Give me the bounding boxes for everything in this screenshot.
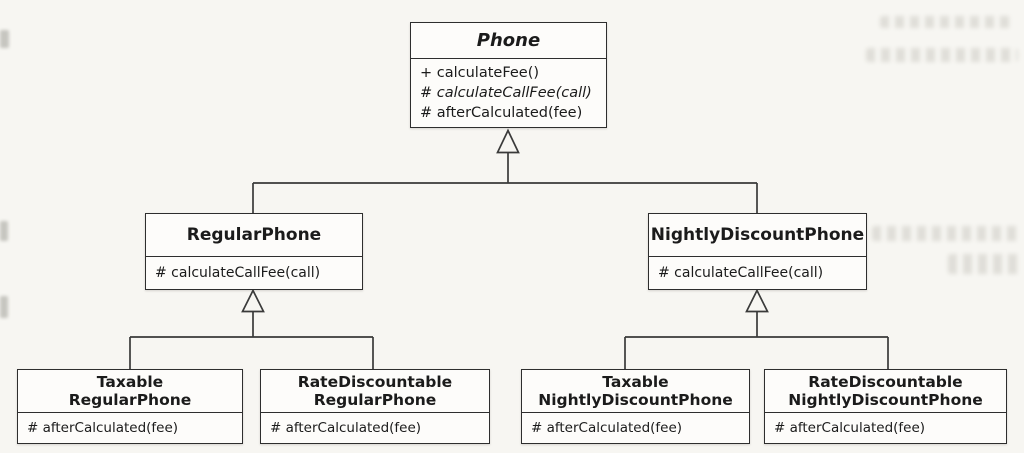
class-name-line: NightlyDiscountPhone — [538, 391, 733, 409]
class-name-line: Taxable — [96, 373, 164, 391]
class-regular-phone-methods: # calculateCallFee(call) — [146, 257, 362, 289]
class-name-line: RateDiscountable — [808, 373, 963, 391]
class-rate-discountable-regular-phone: RateDiscountable RegularPhone # afterCal… — [260, 369, 490, 444]
edge-regularphone-children — [129, 311, 374, 369]
class-taxable-nightly-discount-phone: Taxable NightlyDiscountPhone # afterCalc… — [521, 369, 750, 444]
inheritance-arrow-icon — [241, 288, 265, 313]
method-after-calculated: # afterCalculated(fee) — [774, 420, 926, 436]
class-taxable-nightly-discount-phone-name: Taxable NightlyDiscountPhone — [522, 370, 749, 413]
method-calculate-fee: + calculateFee() — [420, 65, 540, 81]
method-after-calculated: # afterCalculated(fee) — [531, 420, 683, 436]
class-rate-discountable-regular-phone-methods: # afterCalculated(fee) — [261, 413, 489, 443]
class-name-line: NightlyDiscountPhone — [788, 391, 983, 409]
class-rate-discountable-nightly-discount-phone: RateDiscountable NightlyDiscountPhone # … — [764, 369, 1007, 444]
class-phone: Phone + calculateFee() # calculateCallFe… — [410, 22, 607, 128]
class-nightly-discount-phone: NightlyDiscountPhone # calculateCallFee(… — [648, 213, 867, 290]
class-rate-discountable-nightly-discount-phone-methods: # afterCalculated(fee) — [765, 413, 1006, 443]
method-calculate-call-fee: # calculateCallFee(call) — [420, 85, 592, 101]
method-after-calculated: # afterCalculated(fee) — [420, 105, 583, 121]
class-taxable-nightly-discount-phone-methods: # afterCalculated(fee) — [522, 413, 749, 443]
class-nightly-discount-phone-name: NightlyDiscountPhone — [649, 214, 866, 257]
class-nightly-discount-phone-methods: # calculateCallFee(call) — [649, 257, 866, 289]
class-taxable-regular-phone-name: Taxable RegularPhone — [18, 370, 242, 413]
method-after-calculated: # afterCalculated(fee) — [270, 420, 422, 436]
class-regular-phone: RegularPhone # calculateCallFee(call) — [145, 213, 363, 290]
class-name-line: Taxable — [602, 373, 669, 391]
class-rate-discountable-nightly-discount-phone-name: RateDiscountable NightlyDiscountPhone — [765, 370, 1006, 413]
method-calculate-call-fee: # calculateCallFee(call) — [155, 265, 321, 281]
inheritance-arrow-icon — [745, 288, 769, 313]
class-phone-methods: + calculateFee() # calculateCallFee(call… — [411, 59, 606, 127]
class-taxable-regular-phone-methods: # afterCalculated(fee) — [18, 413, 242, 443]
class-taxable-regular-phone: Taxable RegularPhone # afterCalculated(f… — [17, 369, 243, 444]
class-name-line: RateDiscountable — [297, 373, 453, 391]
method-after-calculated: # afterCalculated(fee) — [27, 420, 179, 436]
edge-phone-children — [252, 152, 758, 213]
class-rate-discountable-regular-phone-name: RateDiscountable RegularPhone — [261, 370, 489, 413]
edge-nightlydiscountphone-children — [624, 311, 889, 369]
inheritance-arrow-icon — [496, 128, 520, 154]
class-name-line: RegularPhone — [313, 391, 437, 409]
class-name-line: RegularPhone — [68, 391, 192, 409]
class-regular-phone-name: RegularPhone — [146, 214, 362, 257]
class-phone-name: Phone — [411, 23, 606, 59]
method-calculate-call-fee: # calculateCallFee(call) — [658, 265, 824, 281]
